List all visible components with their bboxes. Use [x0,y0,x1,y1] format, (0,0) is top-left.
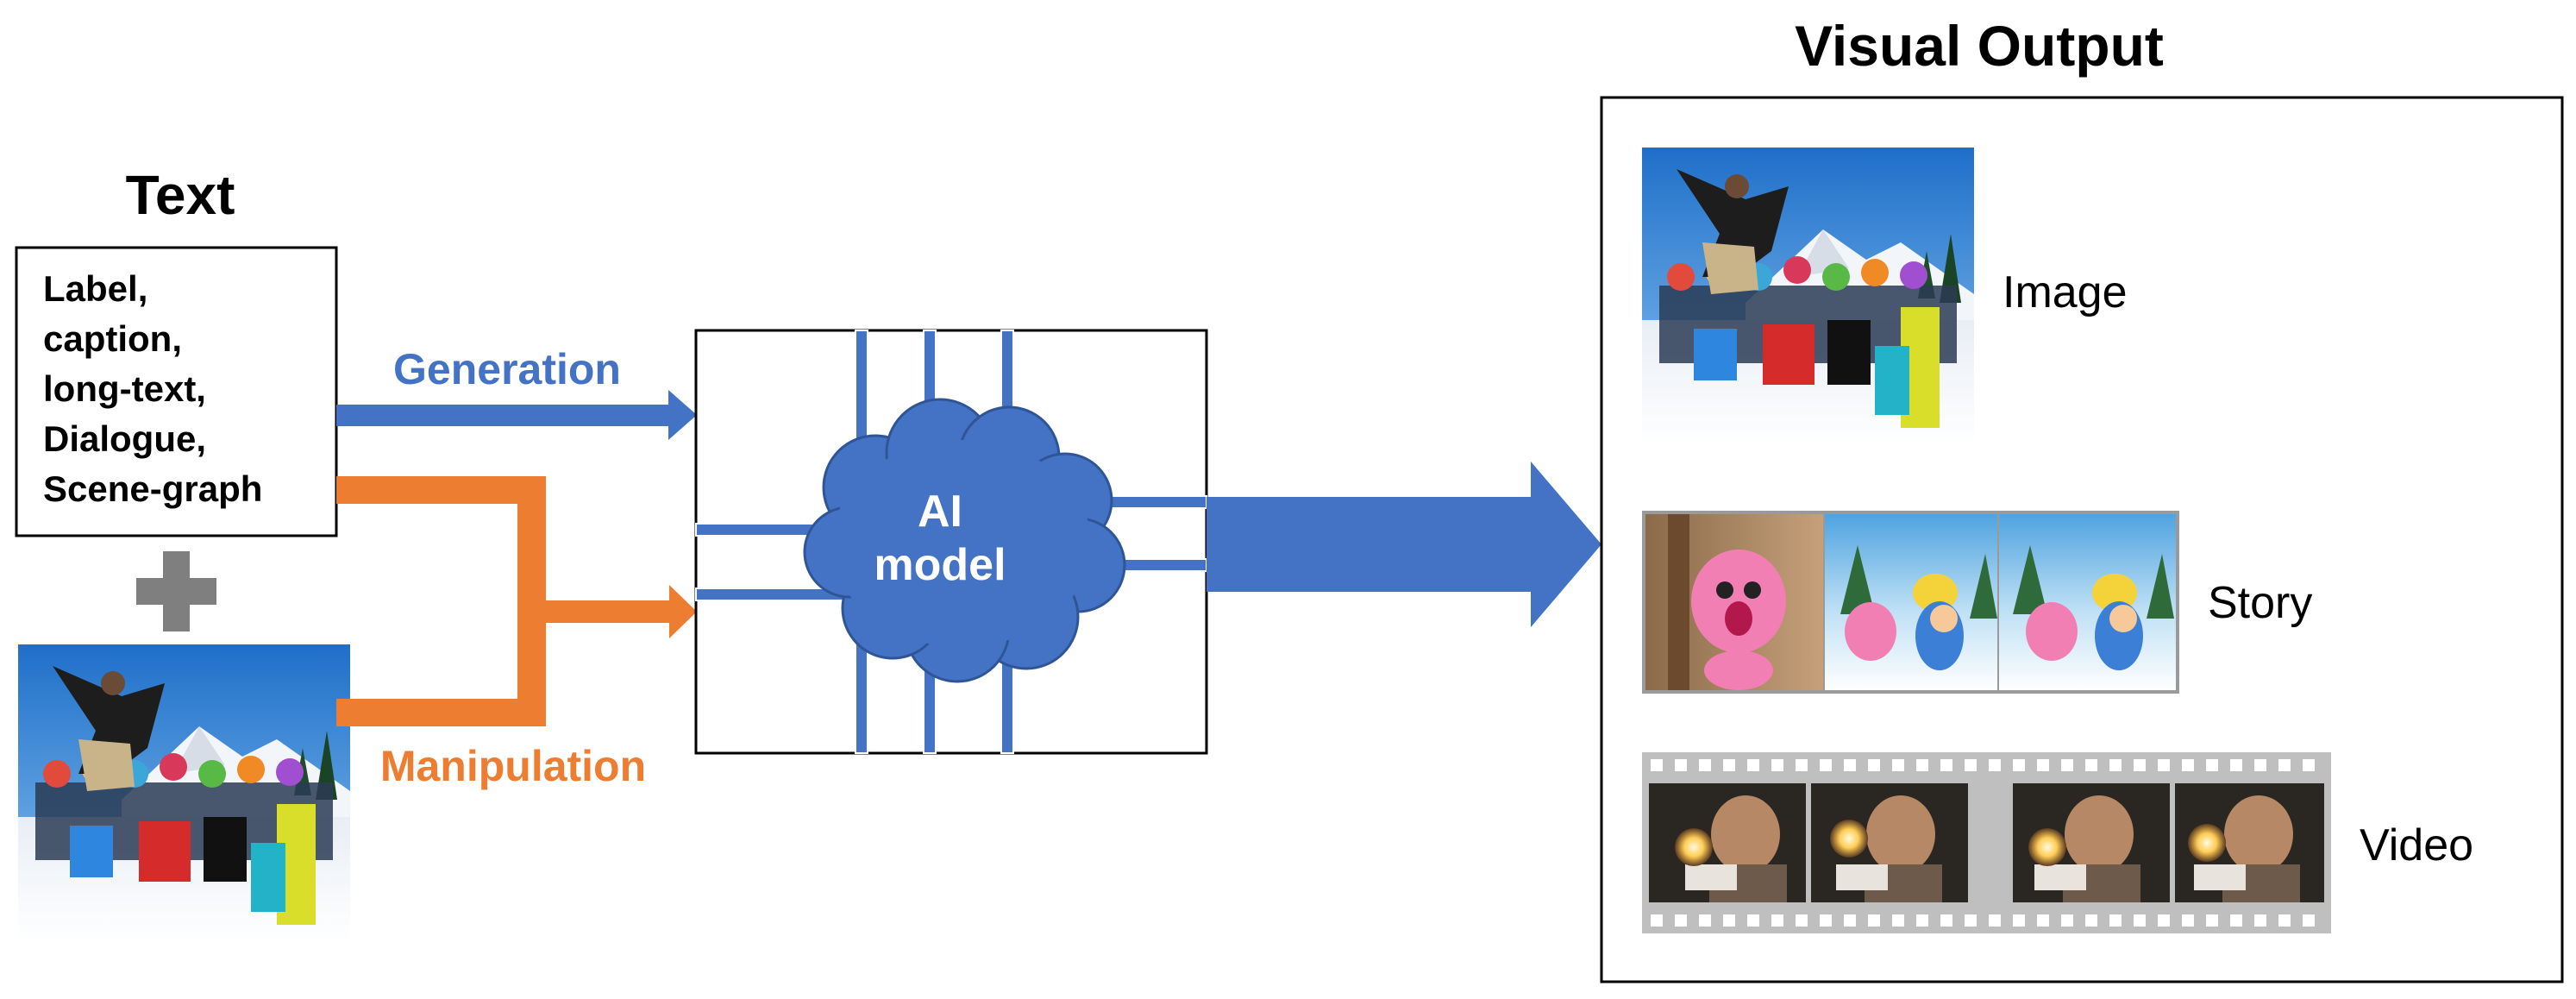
text-type-item: Scene-graph [43,468,262,509]
output-row-label-story: Story [2208,578,2312,628]
text-types-list: Label, caption, long-text, Dialogue, Sce… [43,268,262,509]
ski-photo-icon [18,644,350,942]
photo-icon [1642,148,1974,445]
text-type-item: long-text, [43,368,206,409]
output-arrow [1207,462,1601,627]
text-section-title: Text [126,164,235,226]
video-frame [2013,783,2170,902]
plus-icon [136,551,216,631]
film-strip [1642,752,2331,933]
ai-model-label: AI model [874,487,1006,590]
text-type-item: Label, [43,268,147,309]
output-image-photo [1642,148,1974,445]
generation-arrow [336,390,697,440]
output-section-title: Visual Output [1795,14,2164,78]
video-frame [1649,783,1806,902]
ai-model-label-line2: model [874,540,1006,590]
manipulation-arrow [336,476,697,726]
text-input-box [15,246,338,537]
ai-cloud-icon [803,398,1126,683]
video-frame [2175,783,2324,902]
generation-label: Generation [393,345,621,393]
text-type-item: Dialogue, [43,418,206,459]
input-photo [18,644,350,942]
video-frame [1811,783,1968,902]
ai-model-label-line1: AI [918,487,962,537]
text-type-item: caption, [43,318,182,359]
story-frame [1645,514,1823,690]
story-frame [1825,514,1997,690]
output-row-label-video: Video [2360,820,2473,870]
story-frame [1999,514,2176,690]
output-row-label-image: Image [2003,267,2128,317]
manipulation-label: Manipulation [380,742,646,790]
story-frames [1642,511,2179,694]
